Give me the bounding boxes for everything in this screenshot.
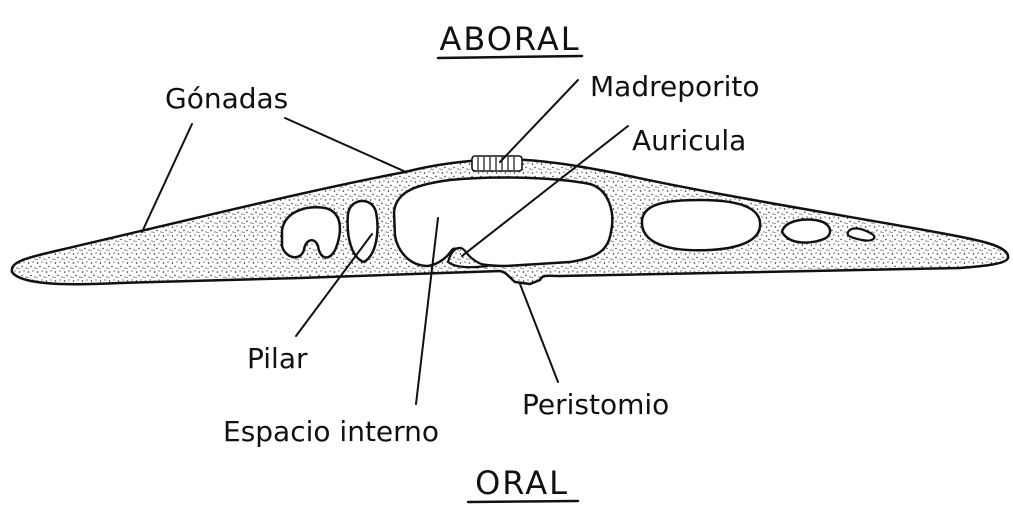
heading-aboral: ABORAL (439, 20, 580, 58)
madreporite-plate (472, 156, 522, 171)
label-auricula: Auricula (632, 124, 746, 157)
cavity-right-small (782, 220, 830, 243)
label-espacio-interno: Espacio interno (223, 415, 439, 448)
heading-oral-underline (468, 501, 578, 502)
label-pilar: Pilar (247, 342, 308, 375)
heading-oral: ORAL (475, 464, 569, 502)
leader-peristomio (520, 284, 558, 382)
label-madreporito: Madreporito (590, 70, 760, 103)
cavity-right-large (642, 200, 760, 250)
leader-gonadas-left (142, 124, 192, 232)
leader-madreporito (500, 80, 578, 162)
leader-gonadas-right (285, 118, 406, 172)
cavity-central-internal-space (394, 177, 612, 266)
label-gonadas: Gónadas (165, 82, 288, 115)
label-peristomio: Peristomio (522, 388, 669, 421)
